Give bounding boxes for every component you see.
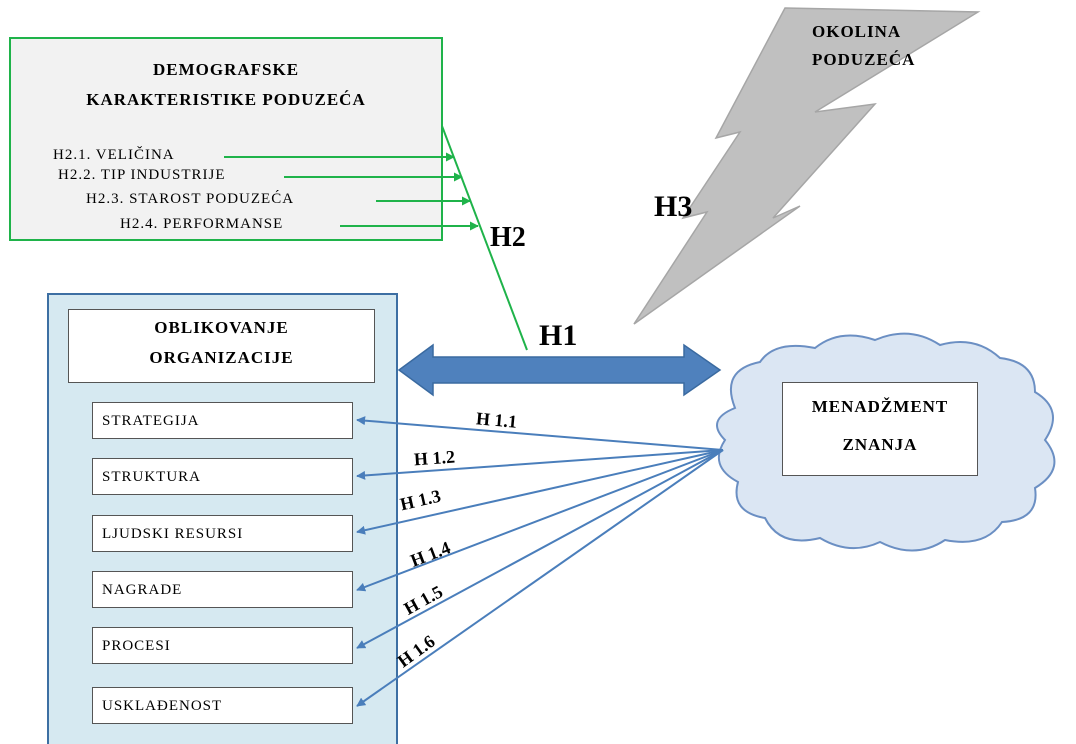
- org-item-alignment: USKLAĐENOST: [92, 687, 353, 724]
- h2-link-line: [441, 125, 528, 351]
- h11-label: H 1.1: [475, 408, 518, 432]
- h16-link: [356, 449, 724, 707]
- organization-title-line2: ORGANIZACIJE: [149, 348, 294, 367]
- demographics-box: [9, 37, 443, 241]
- org-item-structure: STRUKTURA: [92, 458, 353, 495]
- org-item-processes: PROCESI: [92, 627, 353, 664]
- knowledge-title-line2: ZNANJA: [842, 435, 918, 454]
- h1-double-arrow: [397, 343, 722, 397]
- organization-title-box: OBLIKOVANJE ORGANIZACIJE: [68, 309, 375, 383]
- demographics-title-line1: DEMOGRAFSKE: [152, 60, 300, 79]
- environment-bolt-shape: [633, 7, 981, 325]
- environment-label-line2: PODUZEĆA: [812, 50, 916, 69]
- h11-link: [356, 416, 724, 451]
- environment-label-line1: OKOLINA: [812, 22, 902, 41]
- h2-label: H2: [490, 222, 526, 253]
- h14-link: [356, 449, 724, 592]
- demographics-title-line2: KARAKTERISTIKE PODUZEĆA: [86, 90, 366, 109]
- h15-link: [356, 449, 724, 649]
- factor-performance: H2.4. PERFORMANSE: [120, 216, 284, 232]
- h1-label: H1: [539, 319, 578, 352]
- h3-label: H3: [654, 190, 693, 223]
- factor-size: H2.1. VELIČINA: [53, 147, 175, 163]
- h12-link: [356, 449, 724, 480]
- factor-industry-type: H2.2. TIP INDUSTRIJE: [58, 167, 226, 183]
- h13-link: [356, 449, 724, 535]
- knowledge-title-line1: MENADŽMENT: [811, 397, 949, 416]
- org-item-strategy: STRATEGIJA: [92, 402, 353, 439]
- factor-company-age: H2.3. STAROST PODUZEĆA: [86, 191, 295, 207]
- organization-title-line1: OBLIKOVANJE: [154, 318, 289, 337]
- h12-label: H 1.2: [413, 446, 456, 470]
- org-item-human-resources: LJUDSKI RESURSI: [92, 515, 353, 552]
- org-item-rewards: NAGRADE: [92, 571, 353, 608]
- knowledge-management-box: MENADŽMENT ZNANJA: [782, 382, 978, 476]
